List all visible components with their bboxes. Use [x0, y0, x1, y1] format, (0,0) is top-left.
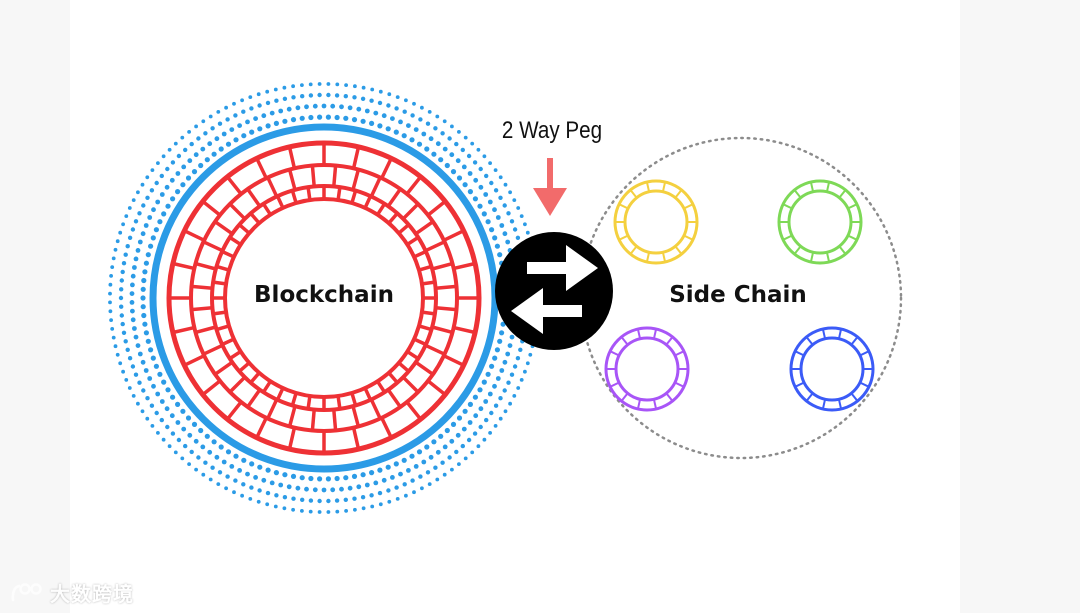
blockchain-outer-ring	[149, 123, 499, 473]
side-chain-node-blue-node	[789, 326, 875, 412]
side-chain-node-green-node	[777, 179, 863, 265]
watermark: 大数跨境	[10, 578, 134, 606]
peg-down-arrow	[533, 158, 567, 216]
blockchain-block-ring	[166, 140, 482, 456]
logo-icon	[11, 583, 42, 602]
side-chain-node-yellow-node	[613, 179, 699, 265]
side-chain-nodes	[604, 179, 875, 412]
watermark-text: 大数跨境	[50, 581, 134, 606]
peg-label: 2 Way Peg	[501, 117, 603, 144]
blockchain-label: Blockchain	[254, 282, 394, 308]
bidirectional-arrows-icon	[495, 232, 613, 350]
side-chain-label: Side Chain	[669, 282, 807, 308]
side-chain-node-purple-node	[604, 326, 690, 412]
